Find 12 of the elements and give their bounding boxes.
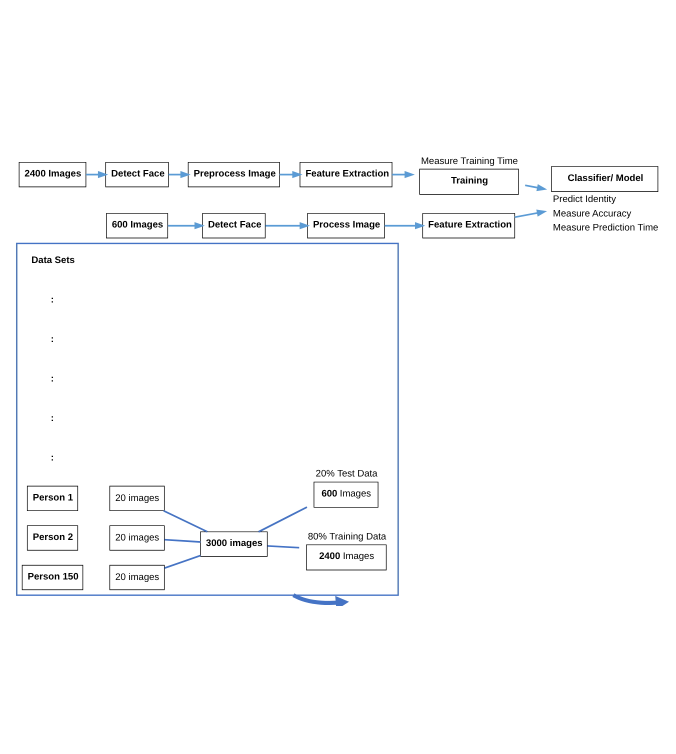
- label: :: [50, 413, 54, 424]
- label: Data Sets: [31, 255, 75, 266]
- node-label: Measure Training Time: [421, 156, 518, 167]
- node-label: Measure Prediction Time: [552, 222, 658, 234]
- node-label: Predict Identity: [552, 194, 616, 205]
- label: :: [50, 452, 54, 464]
- node-label: Measure Accuracy: [552, 208, 632, 220]
- label: :: [50, 374, 54, 385]
- label: :: [50, 294, 54, 306]
- node-label: 80% Training Data: [308, 531, 386, 542]
- node-label: 20% Test Data: [316, 468, 378, 480]
- label: :: [50, 334, 54, 346]
